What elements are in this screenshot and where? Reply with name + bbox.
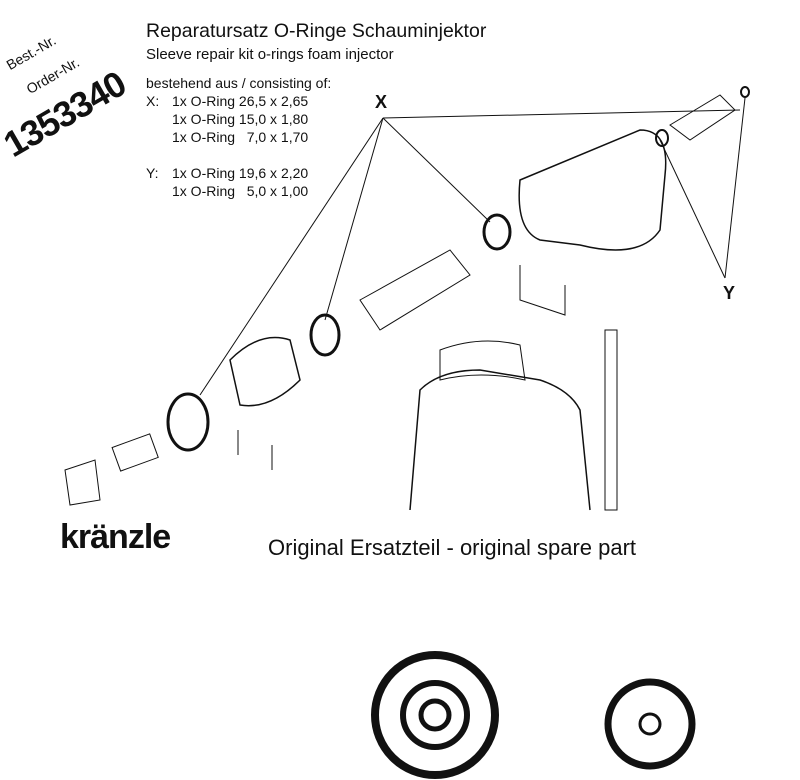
- nozzle: [669, 94, 736, 141]
- group-x: X: 1x O-Ring 26,5 x 2,65 1x O-Ring 15,0 …: [146, 92, 331, 146]
- part-item: 1x O-Ring 19,6 x 2,20: [172, 165, 309, 181]
- callout-x: X: [375, 92, 388, 112]
- wire-clip: [519, 265, 566, 316]
- valve-head: [229, 336, 301, 407]
- callout-line: [382, 109, 741, 119]
- slogan: Original Ersatzteil - original spare par…: [268, 535, 637, 560]
- page-title: Reparatursatz O-Ringe Schauminjektor: [146, 20, 487, 42]
- o-ring: [482, 213, 512, 251]
- o-ring: [740, 86, 750, 98]
- o-ring-26-5: [371, 651, 499, 779]
- filter-insert: [359, 249, 471, 331]
- consisting-label: bestehend aus / consisting of:: [146, 75, 332, 91]
- callout-line: [659, 139, 726, 279]
- group-key: X:: [146, 93, 160, 109]
- callout-line: [382, 117, 491, 223]
- group-y: Y: 1x O-Ring 19,6 x 2,20 1x O-Ring 5,0 x…: [146, 164, 331, 200]
- part-item: 1x O-Ring 15,0 x 1,80: [172, 111, 309, 127]
- o-ring-19-6: [604, 678, 696, 770]
- o-ring-15-0: [400, 680, 470, 750]
- parts-list: bestehend aus / consisting of: X: 1x O-R…: [146, 74, 331, 200]
- callout-line: [199, 117, 384, 396]
- part-item: 1x O-Ring 7,0 x 1,70: [172, 129, 309, 145]
- o-ring: [655, 129, 669, 147]
- callout-line: [324, 117, 384, 321]
- hose-end: [64, 459, 101, 506]
- o-ring-7-0: [418, 698, 452, 732]
- suction-tube: [604, 329, 618, 511]
- kit-rings-y: [604, 678, 696, 770]
- o-ring: [166, 392, 210, 452]
- bottle-thread: [439, 340, 526, 381]
- part-item: 1x O-Ring 26,5 x 2,65: [172, 93, 309, 109]
- injector-housing: [518, 129, 667, 251]
- group-key: Y:: [146, 165, 159, 181]
- brand-logo: kränzle: [60, 518, 171, 556]
- small-cylinder: [111, 433, 159, 472]
- callout-y: Y: [723, 283, 736, 303]
- o-ring-5-0: [638, 712, 662, 736]
- part-item: 1x O-Ring 5,0 x 1,00: [172, 183, 309, 199]
- bottle: [409, 369, 591, 511]
- o-ring: [309, 313, 341, 357]
- page-subtitle: Sleeve repair kit o-rings foam injector: [146, 46, 394, 63]
- callout-line: [724, 97, 746, 279]
- kit-rings-x: [371, 651, 499, 779]
